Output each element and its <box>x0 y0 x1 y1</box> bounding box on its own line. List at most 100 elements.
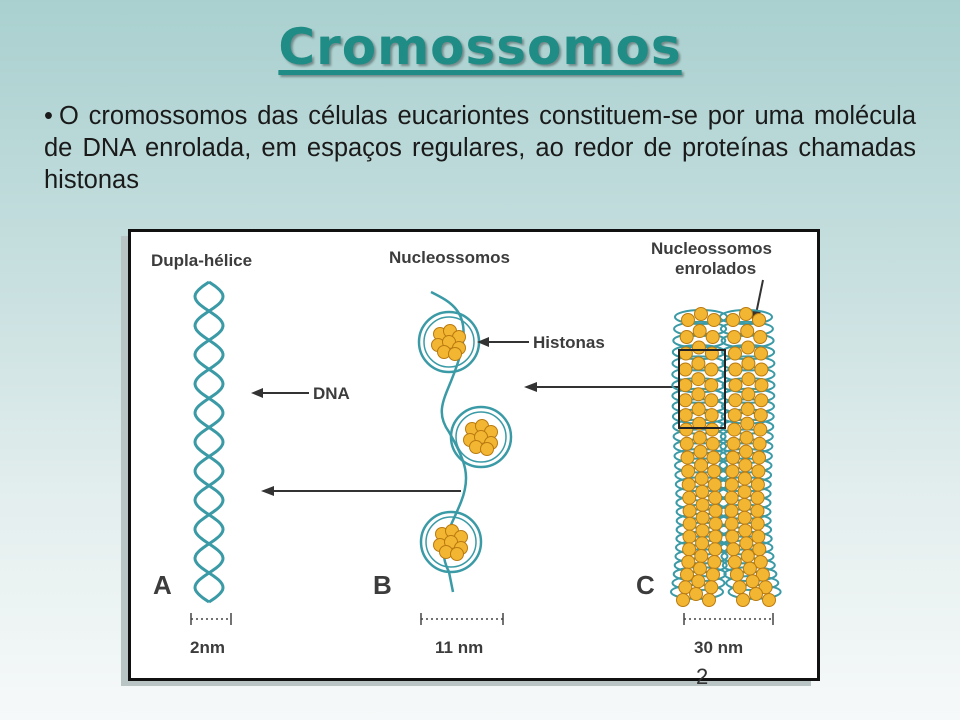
histone-ball <box>752 450 766 465</box>
histone-ball <box>692 430 707 445</box>
histone-ball <box>753 330 768 344</box>
histone-ball <box>726 436 741 451</box>
histone-ball <box>704 408 719 423</box>
helix-strand <box>193 280 225 604</box>
panel-a-scale-bar <box>190 613 232 625</box>
dna-wrap <box>449 405 513 469</box>
histone-ball <box>693 444 708 459</box>
histone-ball <box>691 402 706 417</box>
bullet-dot: • <box>44 102 53 130</box>
dna-arrow <box>251 388 309 398</box>
histone-ball <box>692 416 707 431</box>
histonas-arrow-label: Histonas <box>533 333 605 352</box>
histone-ball <box>480 442 494 456</box>
dna-wrap <box>419 510 483 574</box>
histone-ball <box>681 464 696 479</box>
histone-ball <box>754 393 769 408</box>
histone-ball <box>726 542 741 557</box>
histone-ball <box>681 555 696 569</box>
histone-ball <box>708 529 723 544</box>
dna-arrow-label: DNA <box>313 384 350 403</box>
arrow-b-to-a <box>261 486 461 496</box>
histone-ball <box>726 313 740 327</box>
histone-ball <box>738 458 753 473</box>
panel-b-letter: B <box>373 570 392 600</box>
histone-ball <box>728 346 742 361</box>
histone-ball <box>694 307 708 321</box>
histone-ball <box>727 555 742 569</box>
histone-ball <box>753 422 768 437</box>
histone-ball <box>724 503 739 518</box>
histone-ball <box>737 484 752 499</box>
histone-ball <box>741 387 756 402</box>
histone-ball <box>732 580 747 595</box>
histone-ball <box>751 529 766 544</box>
panel-a-heading: Dupla-hélice <box>151 251 252 270</box>
histone-ball <box>681 313 695 327</box>
histone-ball <box>762 593 776 607</box>
nucleosome-chain <box>417 290 513 593</box>
histone-ball <box>682 503 697 518</box>
histone-ball <box>705 330 720 344</box>
histone-ball <box>754 378 769 393</box>
histone-ball <box>682 542 697 557</box>
histone-ball <box>742 561 757 576</box>
histone-ball <box>693 561 707 576</box>
histone-ball <box>695 523 710 538</box>
histone-ball <box>691 340 706 355</box>
histone-ball <box>728 393 743 408</box>
histone-ball <box>702 593 716 607</box>
histone-ball <box>694 471 709 486</box>
histone-ball <box>739 536 754 551</box>
histone-ball <box>694 458 709 473</box>
histone-ball <box>739 430 754 445</box>
histone-ball <box>745 574 760 589</box>
histone-ball <box>691 372 706 387</box>
histone-ball <box>695 497 710 512</box>
histone-ball <box>741 356 756 371</box>
histone-ball <box>691 387 706 402</box>
histone-ball <box>678 408 693 423</box>
panel-c-scale-bar <box>683 613 774 625</box>
histone-ball <box>728 378 743 393</box>
histone-ball <box>751 464 766 479</box>
histone-ball <box>705 436 720 451</box>
histone-ball <box>704 580 719 595</box>
histone-ball <box>739 444 753 459</box>
histone-ball <box>737 471 752 486</box>
histone-ball <box>704 378 719 393</box>
histone-ball <box>678 362 693 377</box>
histone-ball <box>691 574 706 589</box>
histone-ball <box>725 464 740 479</box>
arrow-c-to-b <box>524 382 679 392</box>
dna-wrap-inner <box>425 516 477 568</box>
panel-c-letter: C <box>636 570 655 600</box>
histone-ball <box>691 356 706 371</box>
histone-ball <box>708 490 723 505</box>
panel-a-scale-label: 2nm <box>190 638 225 657</box>
panel-b-scale-label: 11 nm <box>435 638 483 657</box>
histone-ball <box>704 362 719 377</box>
histone-ball <box>737 510 752 525</box>
histone-ball <box>680 450 695 465</box>
histone-ball <box>681 477 696 492</box>
histone-ball <box>752 313 766 327</box>
histone-ball <box>705 422 720 437</box>
histone-ball <box>708 542 723 557</box>
histone-ball <box>707 464 722 479</box>
histone-ball <box>727 408 742 423</box>
slide-title: Cromossomos <box>278 18 682 76</box>
dna-double-helix <box>193 280 225 604</box>
histone-ball <box>754 346 768 361</box>
histone-ball <box>725 529 740 544</box>
histone-ball <box>724 516 739 531</box>
histone-ball <box>750 503 765 518</box>
histone-ball <box>758 580 773 595</box>
histone-ball <box>738 523 753 538</box>
histone-ball <box>707 477 722 492</box>
histone-ball <box>679 330 694 344</box>
histone-ball <box>708 516 723 531</box>
histone-ball <box>724 490 739 505</box>
histone-ball <box>678 378 693 393</box>
histone-ball <box>753 408 768 423</box>
